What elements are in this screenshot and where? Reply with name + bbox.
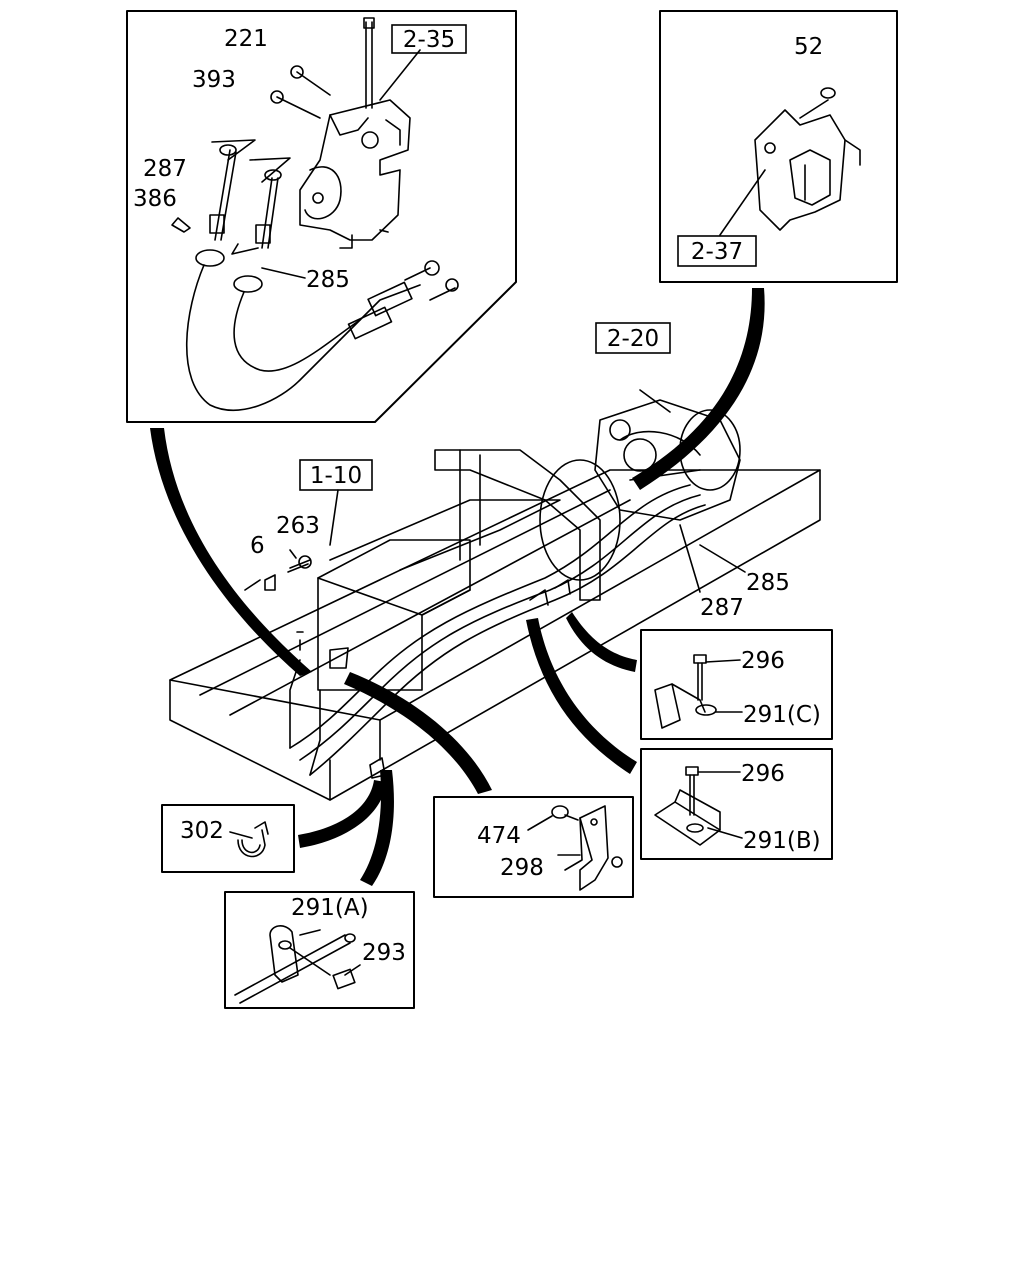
ref-2-20: 2-20 [607,326,659,352]
ref-box-1-10 [299,459,373,491]
callout-293: 293 [362,940,406,966]
chassis-main [169,389,821,801]
callout-474: 474 [477,823,521,849]
ref-2-37: 2-37 [691,239,743,265]
callout-221: 221 [224,26,268,52]
inset-bracket-298 [433,796,634,898]
callout-287-inset: 287 [143,156,187,182]
inset-clip-302 [161,804,295,873]
ref-box-2-37 [677,235,757,267]
callout-302: 302 [180,818,224,844]
callout-296-c: 296 [741,648,785,674]
callout-285-main: 285 [746,570,790,596]
ref-1-10: 1-10 [310,463,362,489]
inset-clip-a [224,891,415,1009]
callout-291-a: 291(A) [291,895,369,921]
reference-boxes [299,24,757,491]
inset-shift-lever [126,10,517,423]
inset-bracket [659,10,898,283]
callout-291-c: 291(C) [743,702,821,728]
callout-393: 393 [192,67,236,93]
callout-52: 52 [794,34,823,60]
callout-263: 263 [276,513,320,539]
callout-386: 386 [133,186,177,212]
inset-clip-c [640,629,833,740]
callout-285-inset: 285 [306,267,350,293]
callout-287-main: 287 [700,595,744,621]
callout-298: 298 [500,855,544,881]
callout-291-b: 291(B) [743,828,821,854]
ref-box-2-35 [391,24,467,54]
callout-296-b: 296 [741,761,785,787]
inset-clip-b [640,748,833,860]
callout-6: 6 [250,533,265,559]
ref-box-2-20 [595,322,671,354]
callouts: 221 393 287 386 285 52 263 6 285 287 296… [133,26,823,966]
ref-2-35: 2-35 [403,27,455,53]
